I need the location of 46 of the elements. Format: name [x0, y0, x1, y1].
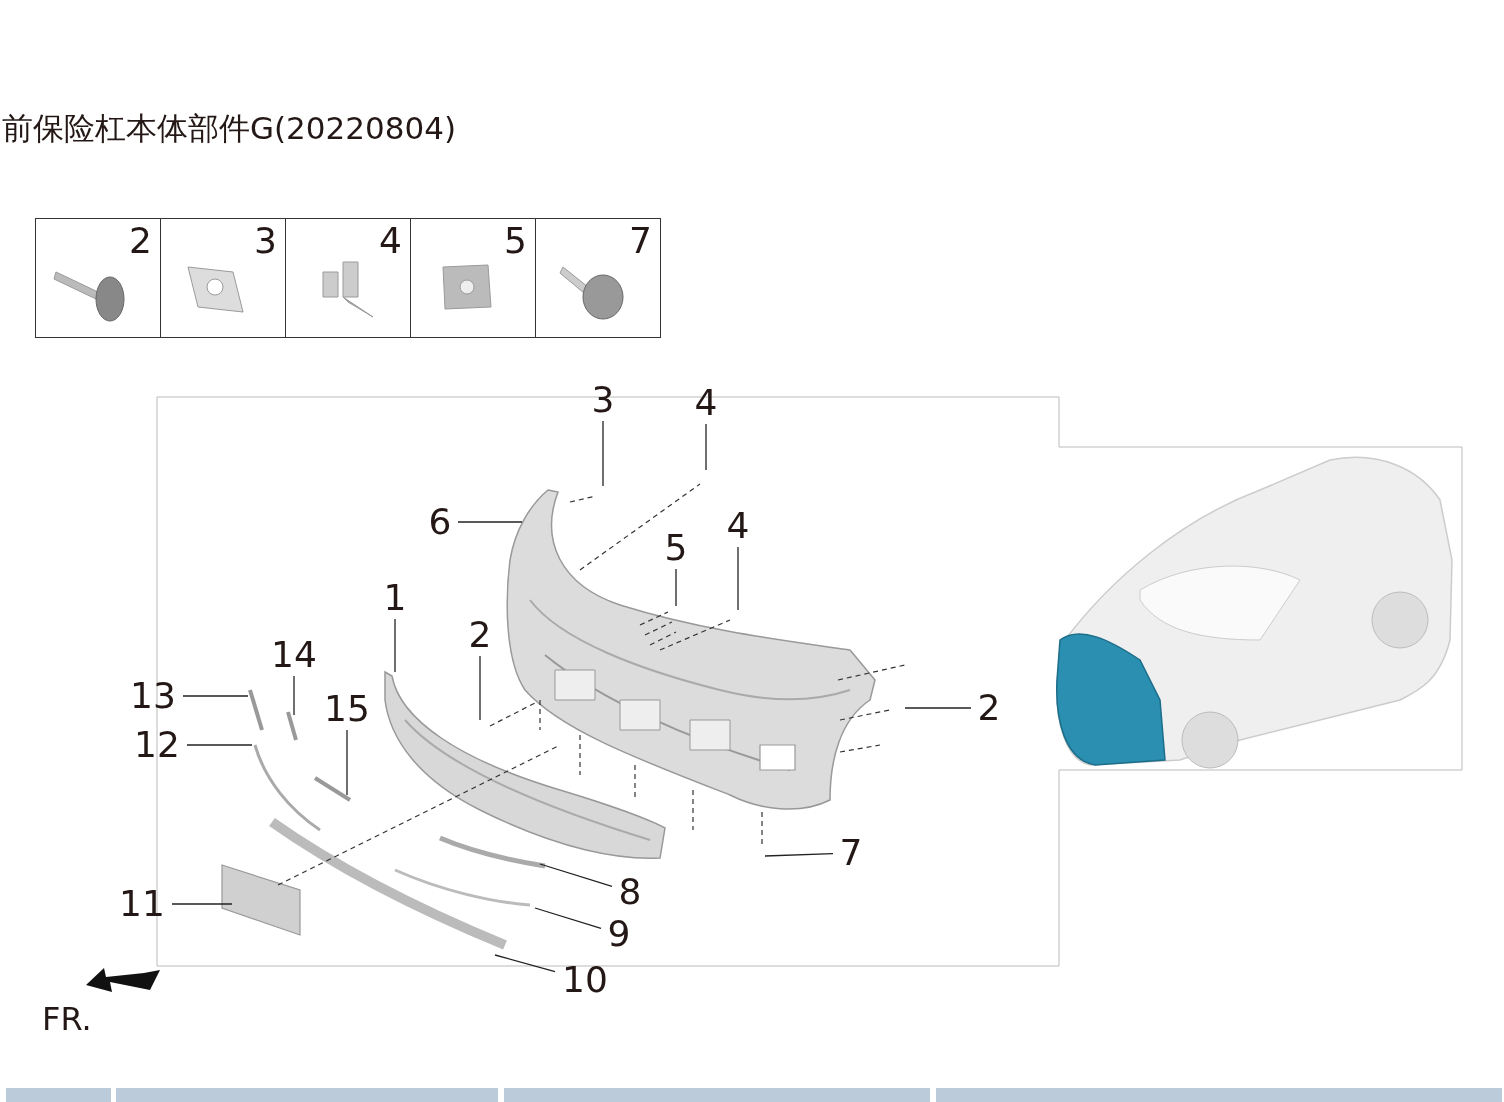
leader-line — [394, 618, 396, 673]
callout-number: 9 — [604, 914, 634, 954]
leader-line — [457, 521, 523, 523]
callout-number: 4 — [379, 221, 402, 261]
leader-line — [186, 744, 253, 746]
leader-line — [479, 655, 481, 721]
callout-number: 7 — [836, 833, 866, 873]
callout-number: 3 — [588, 380, 618, 420]
thumbnail-box — [410, 218, 536, 338]
leader-line — [171, 903, 233, 905]
callout-number: 5 — [661, 528, 691, 568]
leader-line — [494, 954, 556, 973]
callout-number: 2 — [465, 615, 495, 655]
callout-number: 12 — [130, 725, 184, 765]
leader-line — [346, 729, 348, 796]
leader-line — [737, 546, 739, 611]
callout-number: 4 — [691, 383, 721, 423]
thumbnail-box — [35, 218, 161, 338]
callout-number: 4 — [723, 506, 753, 546]
callout-number: 14 — [267, 635, 321, 675]
callout-number: 1 — [380, 578, 410, 618]
leader-line — [602, 420, 604, 487]
leader-line — [182, 695, 249, 697]
callout-number: 8 — [615, 872, 645, 912]
callout-number: 3 — [254, 221, 277, 261]
callout-number: 15 — [320, 689, 374, 729]
thumbnail-box — [535, 218, 661, 338]
leader-line — [534, 907, 602, 930]
title: 前保险杠本体部件G(20220804) — [2, 109, 456, 148]
callout-number: 6 — [425, 502, 455, 542]
leader-line — [764, 853, 834, 857]
leader-line — [675, 568, 677, 607]
thumbnail-box — [160, 218, 286, 338]
callout-number: 13 — [126, 676, 180, 716]
leader-line — [904, 707, 972, 709]
callout-number: 2 — [129, 221, 152, 261]
callout-number: 11 — [115, 884, 169, 924]
callout-number: 2 — [974, 688, 1004, 728]
leader-line — [293, 675, 295, 716]
callout-number: 10 — [558, 960, 612, 1000]
direction-label: FR. — [42, 1000, 92, 1038]
callout-number: 7 — [629, 221, 652, 261]
leader-line — [705, 423, 707, 471]
thumbnail-box — [285, 218, 411, 338]
leader-line — [539, 863, 613, 888]
callout-number: 5 — [504, 221, 527, 261]
